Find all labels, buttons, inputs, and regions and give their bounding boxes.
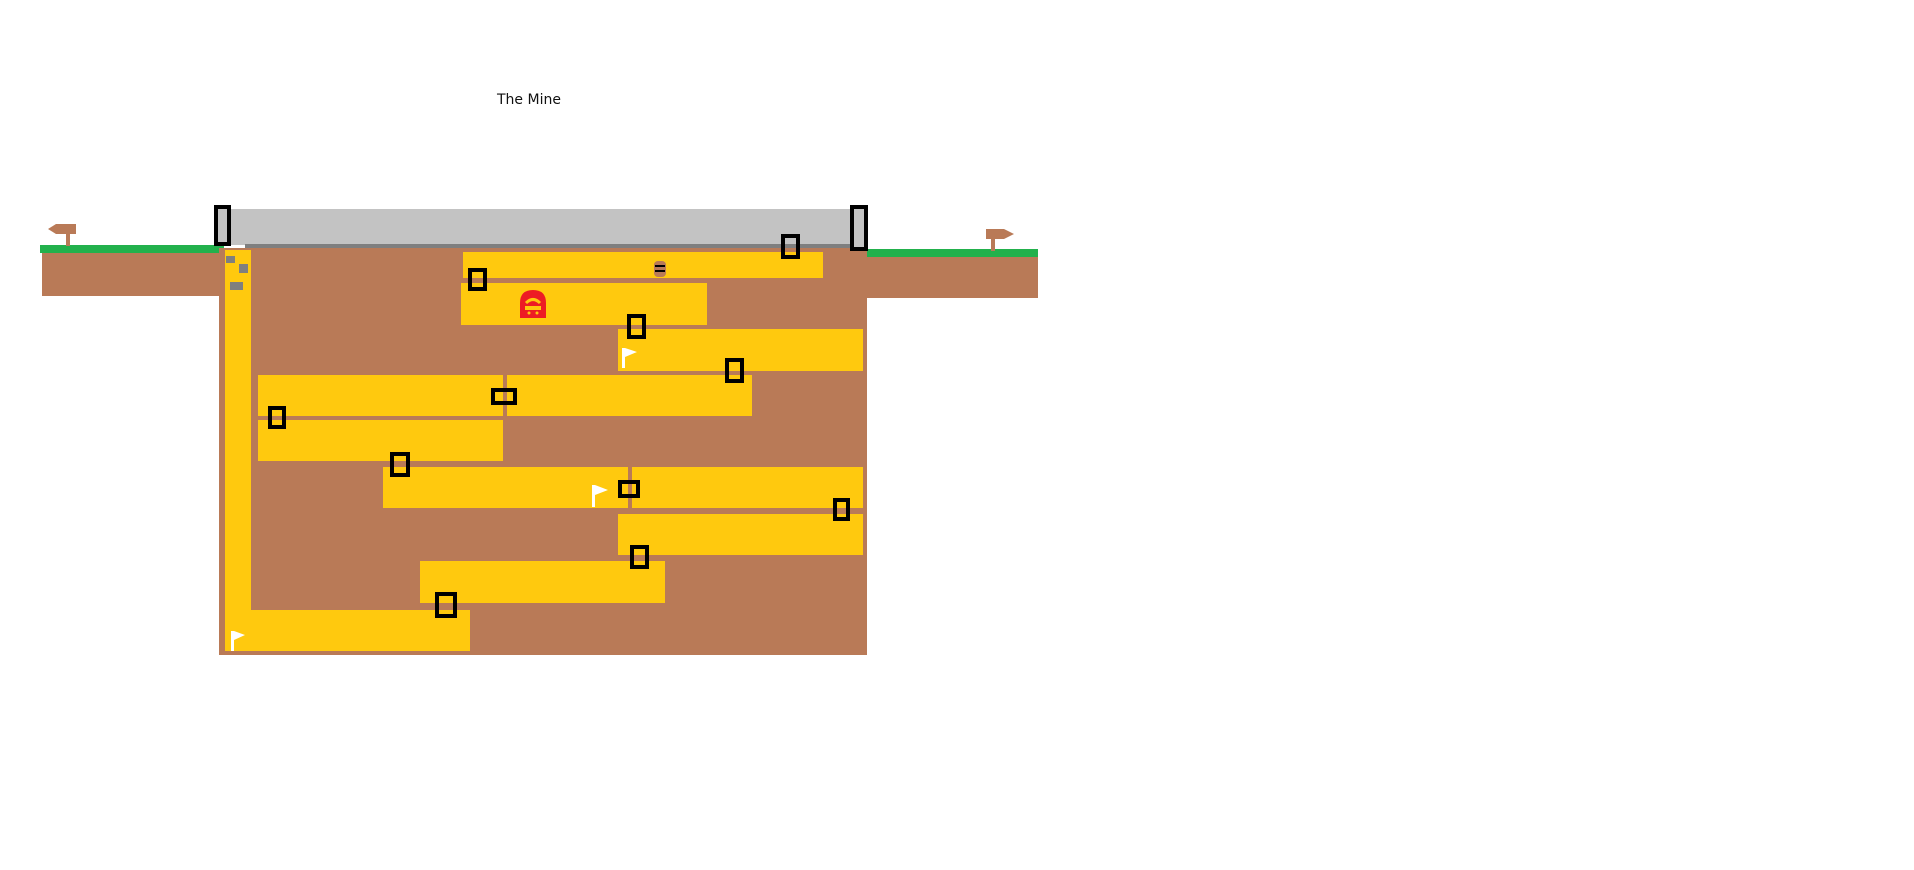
door-icon (725, 358, 744, 383)
red-monster-icon (520, 290, 546, 318)
tunnel (420, 561, 665, 603)
tunnel (632, 467, 863, 508)
barrel-icon (654, 261, 666, 277)
left-ground-grass (40, 245, 224, 253)
stone-bridge (222, 209, 854, 245)
door-icon (627, 314, 646, 339)
tunnel (507, 375, 752, 416)
door-icon (214, 205, 231, 246)
checkpoint-flag-icon (231, 631, 245, 651)
door-icon (491, 388, 517, 405)
rubble-icon (226, 256, 235, 263)
stone-bridge-edge (245, 244, 854, 250)
door-icon (268, 406, 286, 429)
checkpoint-flag-icon (592, 485, 608, 507)
door-icon (435, 592, 457, 618)
door-icon (833, 498, 850, 521)
tunnel (463, 252, 823, 278)
signpost-right-arrow-icon (986, 229, 1014, 251)
checkpoint-flag-icon (622, 348, 637, 368)
tunnel (618, 514, 863, 555)
door-icon (618, 480, 640, 498)
map-title: The Mine (497, 92, 561, 108)
tunnel (258, 375, 503, 416)
rubble-icon (239, 264, 248, 273)
door-icon (390, 452, 410, 477)
door-icon (630, 545, 649, 569)
door-icon (850, 205, 868, 251)
tunnel (383, 467, 628, 508)
rubble-icon (230, 282, 243, 290)
mine-shaft (225, 250, 251, 650)
tunnel (461, 283, 707, 325)
door-icon (781, 234, 800, 259)
door-icon (468, 268, 487, 291)
signpost-left-arrow-icon (48, 224, 76, 246)
tunnel (258, 420, 503, 461)
tunnel (225, 610, 470, 651)
left-ground-dirt (42, 250, 222, 296)
right-ground-dirt (866, 254, 1038, 298)
right-ground-grass (866, 249, 1038, 257)
